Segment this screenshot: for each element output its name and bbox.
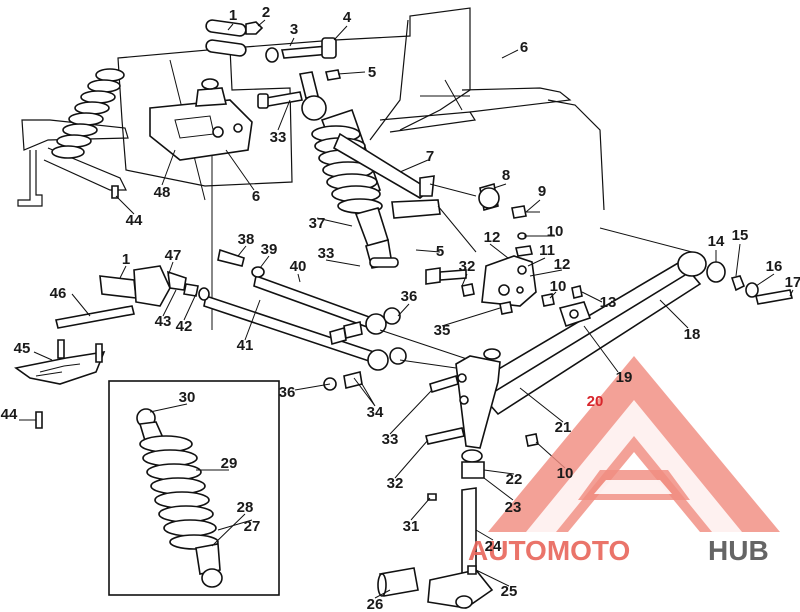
trailing-arm bbox=[478, 227, 707, 416]
callout-17: 17 bbox=[785, 274, 800, 291]
callout-40: 40 bbox=[290, 258, 307, 275]
callout-8: 8 bbox=[502, 167, 510, 184]
callout-33: 33 bbox=[318, 245, 335, 262]
callout-12: 12 bbox=[554, 256, 571, 273]
bumper-plate bbox=[14, 339, 106, 385]
callout-44: 44 bbox=[1, 406, 18, 423]
callout-2: 2 bbox=[262, 4, 270, 21]
shock-inset bbox=[108, 380, 280, 596]
callout-34: 34 bbox=[367, 404, 384, 421]
callout-4: 4 bbox=[343, 9, 352, 26]
spindle-bracket bbox=[425, 232, 555, 315]
callout-18: 18 bbox=[684, 326, 701, 343]
callout-13: 13 bbox=[600, 294, 617, 311]
callout-6: 6 bbox=[520, 39, 528, 56]
callout-33: 33 bbox=[382, 431, 399, 448]
callout-3: 3 bbox=[290, 21, 298, 38]
watermark-logo bbox=[488, 356, 780, 532]
callout-16: 16 bbox=[766, 258, 783, 275]
callout-10: 10 bbox=[557, 465, 574, 482]
link-rods bbox=[203, 274, 471, 391]
leader-lines bbox=[19, 19, 794, 599]
callout-38: 38 bbox=[238, 231, 255, 248]
callout-5: 5 bbox=[436, 243, 444, 260]
callout-32: 32 bbox=[387, 475, 404, 492]
shock-mount-bracket bbox=[149, 78, 253, 161]
callout-12: 12 bbox=[484, 229, 501, 246]
pin-44-top bbox=[111, 185, 119, 199]
callout-15: 15 bbox=[732, 227, 749, 244]
callout-29: 29 bbox=[221, 455, 238, 472]
callout-45: 45 bbox=[14, 340, 31, 357]
callout-6: 6 bbox=[252, 188, 260, 205]
callout-39: 39 bbox=[261, 241, 278, 258]
callout-14: 14 bbox=[708, 233, 725, 250]
bushing-8 bbox=[429, 182, 540, 219]
callout-25: 25 bbox=[501, 583, 518, 600]
callout-10: 10 bbox=[550, 278, 567, 295]
left-front-suspension bbox=[17, 68, 129, 207]
pin-44 bbox=[35, 411, 43, 429]
callout-9: 9 bbox=[538, 183, 546, 200]
callout-36: 36 bbox=[401, 288, 418, 305]
callout-47: 47 bbox=[165, 247, 182, 264]
frame-outline bbox=[117, 7, 605, 330]
callout-5: 5 bbox=[368, 64, 376, 81]
callout-21: 21 bbox=[555, 419, 572, 436]
callout-31: 31 bbox=[403, 518, 420, 535]
callout-27: 27 bbox=[244, 518, 261, 535]
left-hardware bbox=[55, 248, 265, 329]
left-coil-spring bbox=[51, 68, 125, 159]
callout-11: 11 bbox=[539, 242, 555, 259]
top-hardware bbox=[205, 19, 341, 109]
callout-42: 42 bbox=[176, 318, 193, 335]
callout-22: 22 bbox=[506, 471, 523, 488]
callout-35: 35 bbox=[434, 322, 451, 339]
upper-link bbox=[332, 132, 477, 253]
callout-36: 36 bbox=[279, 384, 296, 401]
callout-1: 1 bbox=[229, 7, 237, 24]
callout-33: 33 bbox=[270, 129, 287, 146]
callout-23: 23 bbox=[505, 499, 522, 516]
callout-37: 37 bbox=[309, 215, 326, 232]
callout-32: 32 bbox=[459, 258, 476, 275]
callout-20: 20 bbox=[587, 393, 604, 410]
callout-46: 46 bbox=[50, 285, 67, 302]
callout-10: 10 bbox=[547, 223, 564, 240]
callout-7: 7 bbox=[426, 148, 434, 165]
callout-41: 41 bbox=[237, 337, 254, 354]
callout-19: 19 bbox=[616, 369, 633, 386]
callout-43: 43 bbox=[155, 313, 172, 330]
callout-26: 26 bbox=[367, 596, 384, 612]
callout-28: 28 bbox=[237, 499, 254, 516]
callout-1: 1 bbox=[122, 251, 130, 268]
callout-30: 30 bbox=[179, 389, 196, 406]
callout-24: 24 bbox=[485, 538, 502, 555]
watermark-text-hub: HUB bbox=[708, 535, 769, 566]
callout-44: 44 bbox=[126, 212, 143, 229]
watermark-text-moto: AUTOMOTO bbox=[468, 535, 630, 566]
callout-48: 48 bbox=[154, 184, 171, 201]
